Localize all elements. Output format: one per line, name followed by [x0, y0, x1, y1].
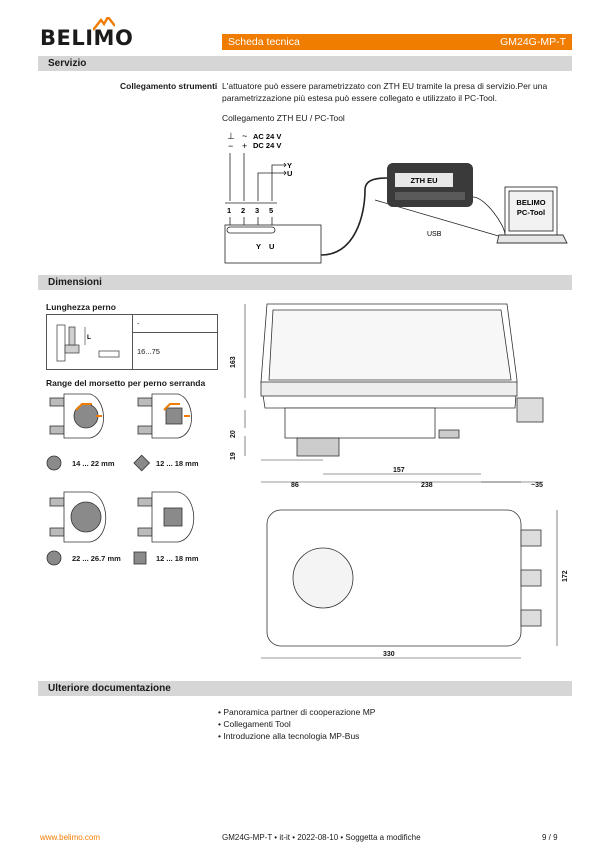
- tilde-symbol: ~: [242, 131, 247, 141]
- clamp-round-small-icon: [49, 393, 104, 439]
- section-service-title: Servizio: [38, 56, 572, 71]
- section-docs-title: Ulteriore documentazione: [38, 681, 572, 696]
- clamp-drawings: [46, 393, 195, 566]
- dim-163: 163: [230, 356, 237, 368]
- footer-page-number: 9 / 9: [542, 833, 558, 842]
- square-shaft-large-icon: [133, 551, 147, 565]
- model-code: GM24G-MP-T: [500, 36, 566, 48]
- terminal-5: 5: [269, 206, 273, 215]
- minus-symbol: −: [228, 141, 233, 151]
- clamp-range-1: 14 ... 22 mm: [72, 459, 115, 468]
- terminal-1: 1: [227, 206, 231, 215]
- pc-label-2: PC-Tool: [517, 208, 545, 217]
- spindle-length-table: L - 16...75: [46, 314, 218, 370]
- clamp-range-4: 12 ... 18 mm: [156, 554, 199, 563]
- footer-info: GM24G-MP-T • it-it • 2022-08-10 • Sogget…: [222, 833, 421, 842]
- dim-330: 330: [383, 651, 395, 658]
- zth-device-icon: [387, 163, 473, 207]
- plus-symbol: +: [242, 141, 247, 151]
- spindle-dash-cell: -: [132, 314, 218, 333]
- doc-type: Scheda tecnica: [228, 36, 300, 48]
- clamp-range-title: Range del morsetto per perno serranda: [46, 378, 206, 388]
- brand-logo: BELIMO: [40, 26, 134, 50]
- ground-symbol: ⊥: [227, 131, 235, 141]
- u-signal-label: U: [287, 169, 292, 178]
- logo-arrows-icon: [93, 17, 115, 31]
- dim-238: 238: [421, 482, 433, 489]
- laptop-icon: [496, 186, 568, 244]
- header-bar: Scheda tecnica GM24G-MP-T: [222, 34, 572, 50]
- clamp-square-small-icon: [137, 393, 192, 439]
- dim-20: 20: [230, 430, 237, 438]
- cable-gland-side: [516, 397, 544, 423]
- terminal-3: 3: [255, 206, 259, 215]
- dim-172: 172: [562, 570, 569, 582]
- round-shaft-large-icon: [46, 550, 62, 566]
- service-text: L'attuatore può essere parametrizzato co…: [222, 81, 548, 103]
- box-u-label: U: [269, 242, 274, 251]
- zth-label: ZTH EU: [410, 176, 437, 185]
- docs-item-3[interactable]: • Introduzione alla tecnologia MP-Bus: [218, 731, 360, 741]
- round-shaft-icon: [46, 455, 62, 471]
- dim-19: 19: [230, 452, 237, 460]
- square-shaft-icon: [133, 454, 151, 472]
- spindle-range-cell: 16...75: [132, 332, 218, 370]
- ac-label: AC 24 V: [253, 132, 281, 141]
- pc-label-1: BELIMO: [516, 198, 545, 207]
- connection-diagram: ⊥ − ~ + AC 24 V DC 24 V Y U 1 2 3 5 Y U …: [224, 131, 568, 264]
- terminal-2: 2: [241, 206, 245, 215]
- docs-item-2[interactable]: • Collegamenti Tool: [218, 719, 291, 729]
- spindle-drawing-cell: L: [46, 314, 133, 370]
- section-dimensions-title: Dimensioni: [38, 275, 572, 290]
- dim-86: 86: [291, 482, 299, 489]
- usb-label: USB: [427, 231, 442, 238]
- dc-label: DC 24 V: [253, 141, 281, 150]
- box-y-label: Y: [256, 242, 261, 251]
- svg-text:L: L: [87, 334, 91, 341]
- dim-35: ~35: [531, 482, 543, 489]
- spindle-drawing: L: [56, 324, 120, 362]
- y-signal-label: Y: [287, 161, 292, 170]
- spindle-length-title: Lunghezza perno: [46, 302, 116, 312]
- footer-url-link[interactable]: www.belimo.com: [40, 833, 101, 842]
- service-label: Collegamento strumenti: [120, 81, 218, 91]
- actuator-dimension-drawings: 163 20 19 157 86 238 ~35 172 330: [230, 303, 569, 659]
- clamp-square-large-icon: [137, 491, 195, 543]
- clamp-round-large-icon: [49, 491, 107, 543]
- clamp-range-2: 12 ... 18 mm: [156, 459, 199, 468]
- dim-157: 157: [393, 467, 405, 474]
- docs-item-1[interactable]: • Panoramica partner di cooperazione MP: [218, 707, 376, 717]
- diagram-title: Collegamento ZTH EU / PC-Tool: [222, 113, 345, 123]
- clamp-range-3: 22 ... 26.7 mm: [72, 554, 121, 563]
